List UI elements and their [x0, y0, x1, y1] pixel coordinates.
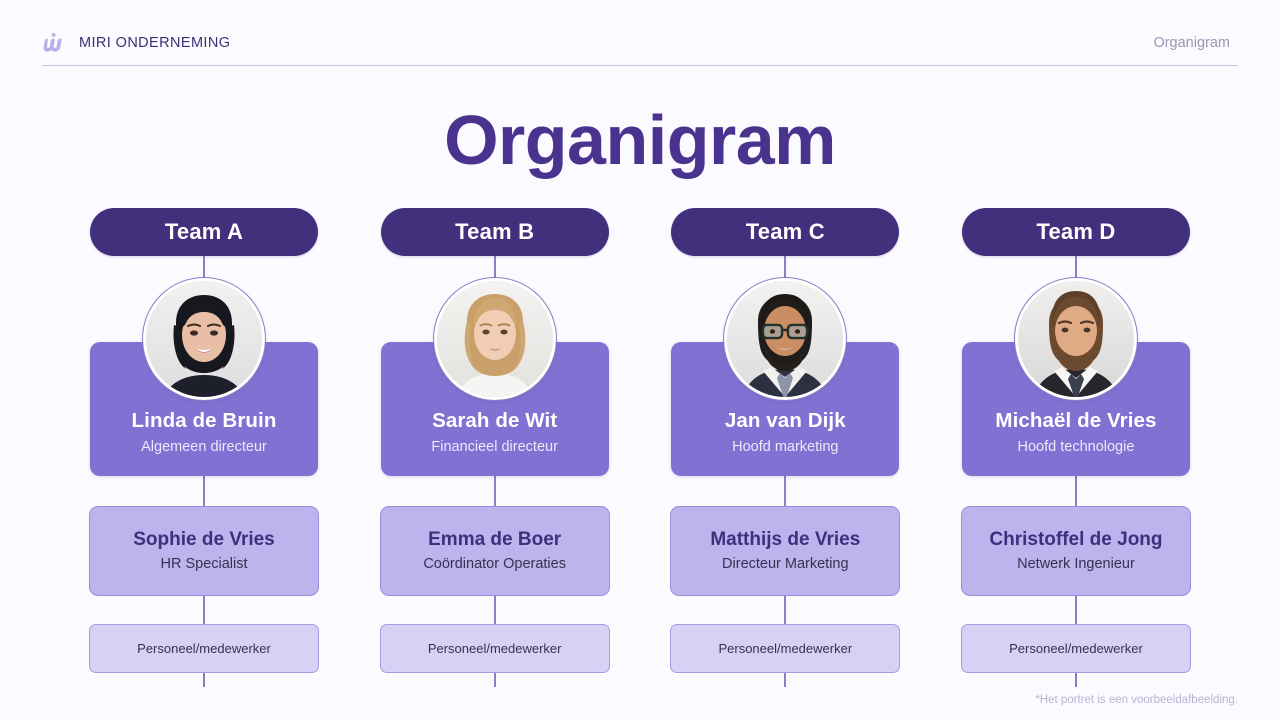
- second-role: HR Specialist: [160, 556, 248, 572]
- avatar-photo-man-brown-hair-beard: [1013, 277, 1138, 401]
- org-column-team-a: Team A: [89, 208, 319, 687]
- connector-lead-to-second: [784, 476, 787, 506]
- team-header-label: Team A: [164, 219, 244, 244]
- miri-w-logo-icon: [43, 32, 62, 52]
- page-header: MIRI ONDERNEMING Organigram: [42, 20, 1238, 66]
- connector-team-to-lead: [1074, 256, 1077, 292]
- connector-lead-to-second: [493, 476, 496, 506]
- staff-card-b[interactable]: Personeel/medewerker: [379, 624, 610, 673]
- avatar-photo-woman-dark-hair: [142, 277, 266, 401]
- footnote: *Het portret is een voorbeeldafbeelding.: [1035, 694, 1238, 706]
- team-header-d[interactable]: Team D: [961, 208, 1190, 256]
- lead-name: Michaël de Vries: [995, 409, 1157, 432]
- team-header-b[interactable]: Team B: [380, 208, 609, 256]
- page-title: Organigram: [444, 101, 836, 179]
- connector-second-to-staff: [203, 596, 205, 624]
- connector-second-to-staff: [493, 596, 496, 624]
- second-card-a[interactable]: Sophie de Vries HR Specialist: [89, 506, 319, 596]
- lead-block-b: Sarah de Wit Financieel directeur: [380, 277, 609, 476]
- header-right-label: Organigram: [1153, 34, 1230, 51]
- org-column-team-c: Team C: [670, 208, 901, 687]
- lead-role: Hoofd technologie: [1017, 439, 1135, 455]
- staff-label: Personeel/medewerker: [1009, 641, 1143, 656]
- connector-staff-down: [203, 673, 205, 687]
- lead-block-c: Jan van Dijk Hoofd marketing: [671, 277, 900, 476]
- connector-second-to-staff: [1074, 596, 1077, 624]
- second-role: Netwerk Ingenieur: [1017, 556, 1135, 572]
- connector-staff-down: [784, 673, 787, 687]
- lead-name: Sarah de Wit: [432, 409, 558, 432]
- connector-lead-to-second: [203, 476, 205, 506]
- connector-team-to-lead: [493, 256, 496, 292]
- org-column-team-b: Team B: [379, 208, 610, 687]
- lead-block-a: Linda de Bruin Algemeen directeur: [90, 277, 318, 476]
- lead-card-a[interactable]: Linda de Bruin Algemeen directeur: [90, 342, 318, 476]
- lead-role: Financieel directeur: [431, 439, 558, 455]
- connector-second-to-staff: [784, 596, 787, 624]
- staff-label: Personeel/medewerker: [718, 641, 853, 656]
- second-name: Sophie de Vries: [133, 529, 275, 550]
- org-column-team-d: Team D: [960, 208, 1191, 687]
- team-header-a[interactable]: Team A: [90, 208, 318, 256]
- connector-team-to-lead: [203, 256, 205, 292]
- team-header-c[interactable]: Team C: [671, 208, 900, 256]
- second-card-c[interactable]: Matthijs de Vries Directeur Marketing: [670, 506, 901, 596]
- lead-card-c[interactable]: Jan van Dijk Hoofd marketing: [671, 342, 900, 476]
- team-header-label: Team B: [455, 219, 535, 244]
- second-card-d[interactable]: Christoffel de Jong Netwerk Ingenieur: [960, 506, 1191, 596]
- second-role: Directeur Marketing: [722, 556, 849, 572]
- lead-card-b[interactable]: Sarah de Wit Financieel directeur: [380, 342, 609, 476]
- second-name: Christoffel de Jong: [989, 529, 1163, 550]
- connector-staff-down: [493, 673, 496, 687]
- team-header-label: Team D: [1036, 219, 1116, 244]
- second-name: Emma de Boer: [428, 529, 562, 550]
- avatar-photo-man-glasses-beard: [723, 277, 848, 401]
- avatar-photo-woman-blonde-hair: [432, 277, 557, 401]
- connector-staff-down: [1074, 673, 1077, 687]
- lead-role: Hoofd marketing: [732, 439, 839, 455]
- second-role: Coördinator Operaties: [423, 556, 566, 572]
- staff-card-a[interactable]: Personeel/medewerker: [89, 624, 319, 673]
- second-name: Matthijs de Vries: [710, 529, 861, 550]
- staff-label: Personeel/medewerker: [427, 641, 562, 656]
- lead-name: Linda de Bruin: [131, 409, 277, 432]
- lead-role: Algemeen directeur: [141, 439, 267, 455]
- lead-name: Jan van Dijk: [724, 409, 846, 432]
- connector-lead-to-second: [1074, 476, 1077, 506]
- connector-team-to-lead: [784, 256, 787, 292]
- org-chart: Team A: [89, 208, 1191, 687]
- brand-name: MIRI ONDERNEMING: [79, 34, 231, 51]
- staff-label: Personeel/medewerker: [137, 641, 271, 656]
- brand: MIRI ONDERNEMING: [42, 30, 230, 56]
- staff-card-d[interactable]: Personeel/medewerker: [960, 624, 1191, 673]
- team-header-label: Team C: [745, 219, 825, 244]
- lead-block-d: Michaël de Vries Hoofd technologie: [961, 277, 1190, 476]
- second-card-b[interactable]: Emma de Boer Coördinator Operaties: [379, 506, 610, 596]
- staff-card-c[interactable]: Personeel/medewerker: [670, 624, 901, 673]
